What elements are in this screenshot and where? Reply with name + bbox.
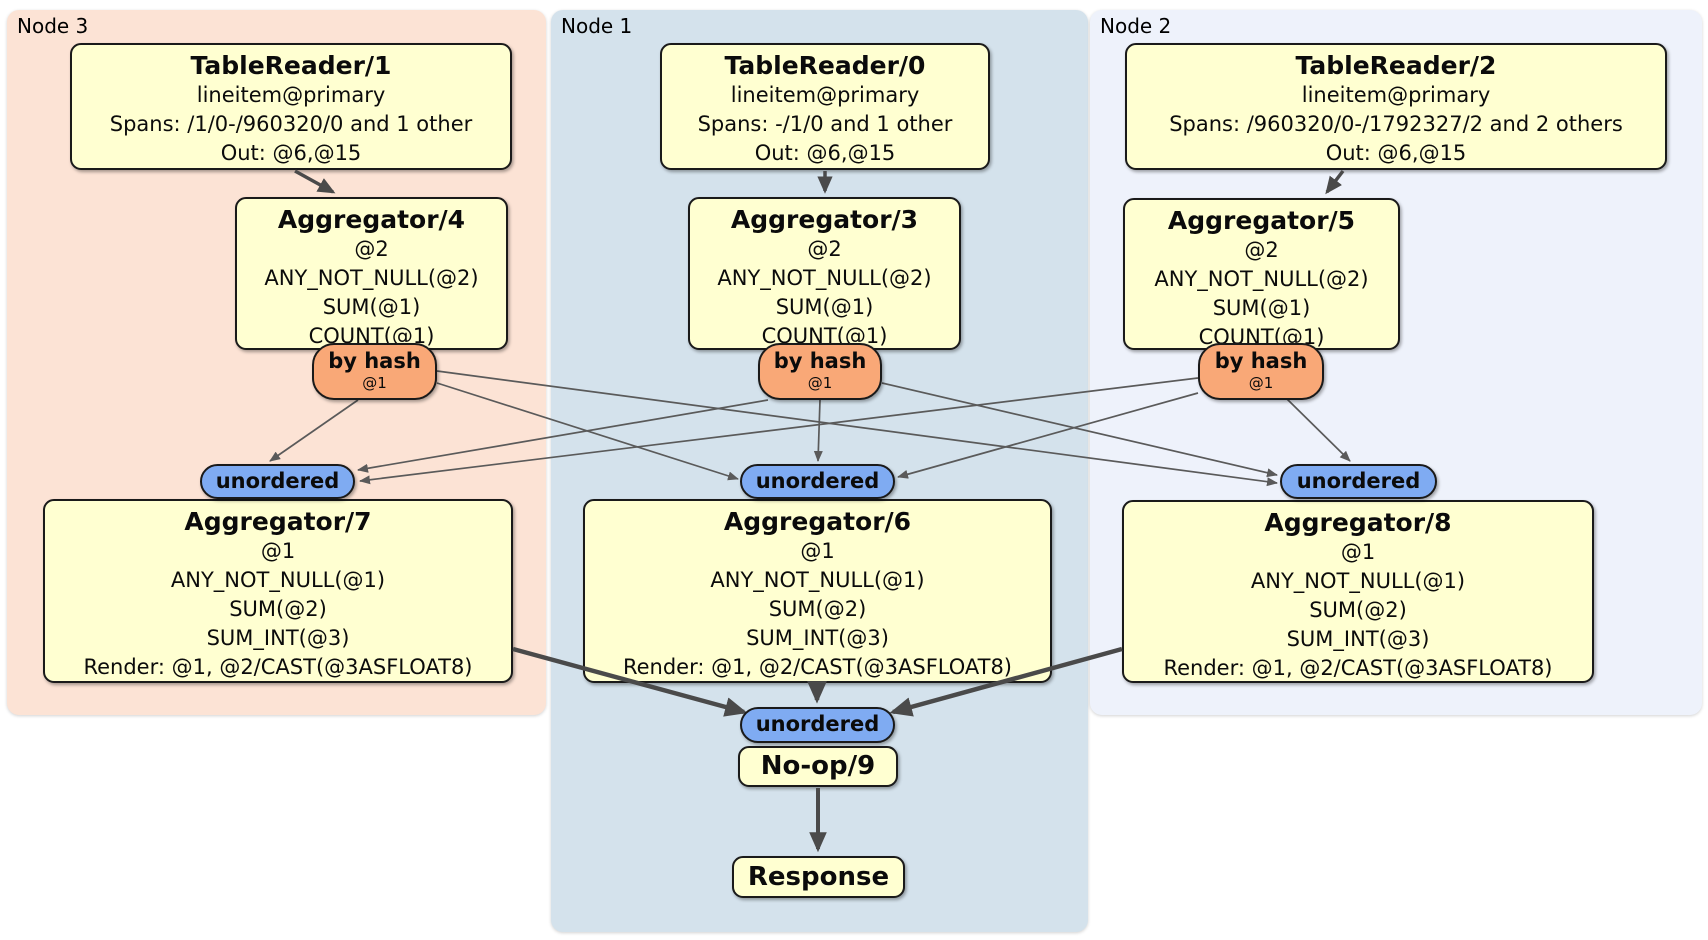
processor-line: Render: @1, @2/CAST(@3ASFLOAT8): [1163, 656, 1553, 680]
router-by-hash-4: by hash @1: [312, 343, 437, 400]
processor-title: TableReader/2: [1295, 51, 1497, 80]
processor-title: Aggregator/5: [1167, 206, 1356, 235]
sync-unordered-9: unordered: [740, 707, 895, 743]
processor-tablereader-1: TableReader/1 lineitem@primary Spans: /1…: [70, 43, 512, 170]
processor-line: SUM_INT(@3): [206, 626, 350, 650]
processor-line: SUM(@1): [1212, 296, 1311, 320]
router-label: by hash: [328, 349, 421, 373]
processor-line: SUM(@1): [322, 295, 421, 319]
processor-title: Aggregator/4: [277, 205, 466, 234]
processor-line: SUM(@2): [768, 597, 867, 621]
processor-aggregator-6: Aggregator/6 @1 ANY_NOT_NULL(@1) SUM(@2)…: [583, 499, 1052, 683]
processor-line: Render: @1, @2/CAST(@3ASFLOAT8): [622, 655, 1013, 679]
processor-line: SUM_INT(@3): [746, 626, 889, 650]
processor-aggregator-4: Aggregator/4 @2 ANY_NOT_NULL(@2) SUM(@1)…: [235, 197, 508, 350]
router-detail: @1: [362, 374, 387, 392]
sync-label: unordered: [755, 469, 880, 493]
processor-line: @2: [1244, 238, 1279, 262]
processor-line: SUM(@2): [229, 597, 327, 621]
processor-line: SUM(@1): [775, 295, 874, 319]
processor-line: ANY_NOT_NULL(@2): [1154, 267, 1369, 291]
processor-line: ANY_NOT_NULL(@1): [170, 568, 386, 592]
processor-aggregator-7: Aggregator/7 @1 ANY_NOT_NULL(@1) SUM(@2)…: [43, 499, 513, 683]
processor-line: lineitem@primary: [196, 83, 386, 107]
processor-line: SUM(@2): [1309, 598, 1407, 622]
processor-tablereader-2: TableReader/2 lineitem@primary Spans: /9…: [1125, 43, 1667, 170]
processor-aggregator-3: Aggregator/3 @2 ANY_NOT_NULL(@2) SUM(@1)…: [688, 197, 961, 350]
router-detail: @1: [807, 374, 833, 392]
processor-line: Render: @1, @2/CAST(@3ASFLOAT8): [83, 655, 473, 679]
processor-line: @2: [807, 237, 842, 261]
processor-title: TableReader/0: [724, 51, 926, 80]
router-by-hash-5: by hash @1: [1198, 343, 1324, 400]
sync-label: unordered: [755, 712, 880, 736]
processor-line: lineitem@primary: [1301, 83, 1491, 107]
processor-line: lineitem@primary: [730, 83, 920, 107]
processor-line: ANY_NOT_NULL(@1): [1250, 569, 1466, 593]
panel-node3-label: Node 3: [17, 14, 89, 38]
processor-title: No-op/9: [760, 751, 876, 781]
router-label: by hash: [773, 349, 867, 373]
router-by-hash-3: by hash @1: [758, 343, 882, 400]
processor-title: Aggregator/8: [1264, 508, 1452, 537]
processor-aggregator-8: Aggregator/8 @1 ANY_NOT_NULL(@1) SUM(@2)…: [1122, 500, 1594, 683]
sync-unordered-8: unordered: [1280, 464, 1437, 499]
processor-line: Out: @6,@15: [1325, 141, 1467, 165]
processor-line: SUM_INT(@3): [1286, 627, 1430, 651]
processor-aggregator-5: Aggregator/5 @2 ANY_NOT_NULL(@2) SUM(@1)…: [1123, 198, 1400, 350]
processor-line: ANY_NOT_NULL(@2): [264, 266, 479, 290]
processor-tablereader-0: TableReader/0 lineitem@primary Spans: -/…: [660, 43, 990, 170]
processor-title: Aggregator/7: [184, 507, 372, 536]
processor-title: Response: [747, 862, 890, 892]
processor-title: Aggregator/3: [730, 205, 919, 234]
sync-unordered-7: unordered: [200, 464, 355, 499]
processor-line: Out: @6,@15: [754, 141, 896, 165]
processor-line: @1: [260, 539, 296, 563]
processor-line: Out: @6,@15: [220, 141, 362, 165]
processor-line: ANY_NOT_NULL(@1): [710, 568, 925, 592]
sync-label: unordered: [215, 469, 340, 493]
processor-noop-9: No-op/9: [738, 746, 898, 787]
sync-unordered-6: unordered: [740, 464, 895, 499]
processor-title: TableReader/1: [190, 51, 392, 80]
processor-line: Spans: /960320/0-/1792327/2 and 2 others: [1169, 112, 1623, 136]
sync-label: unordered: [1296, 469, 1421, 493]
router-label: by hash: [1214, 349, 1308, 373]
processor-line: @1: [800, 539, 835, 563]
router-detail: @1: [1248, 374, 1274, 392]
processor-line: Spans: -/1/0 and 1 other: [697, 112, 953, 136]
processor-line: Spans: /1/0-/960320/0 and 1 other: [109, 112, 473, 136]
processor-line: @1: [1340, 540, 1376, 564]
processor-title: Aggregator/6: [723, 507, 912, 536]
panel-node1-label: Node 1: [561, 14, 633, 38]
processor-line: ANY_NOT_NULL(@2): [717, 266, 932, 290]
response-box: Response: [732, 856, 905, 898]
processor-line: @2: [354, 237, 389, 261]
panel-node2-label: Node 2: [1100, 14, 1172, 38]
